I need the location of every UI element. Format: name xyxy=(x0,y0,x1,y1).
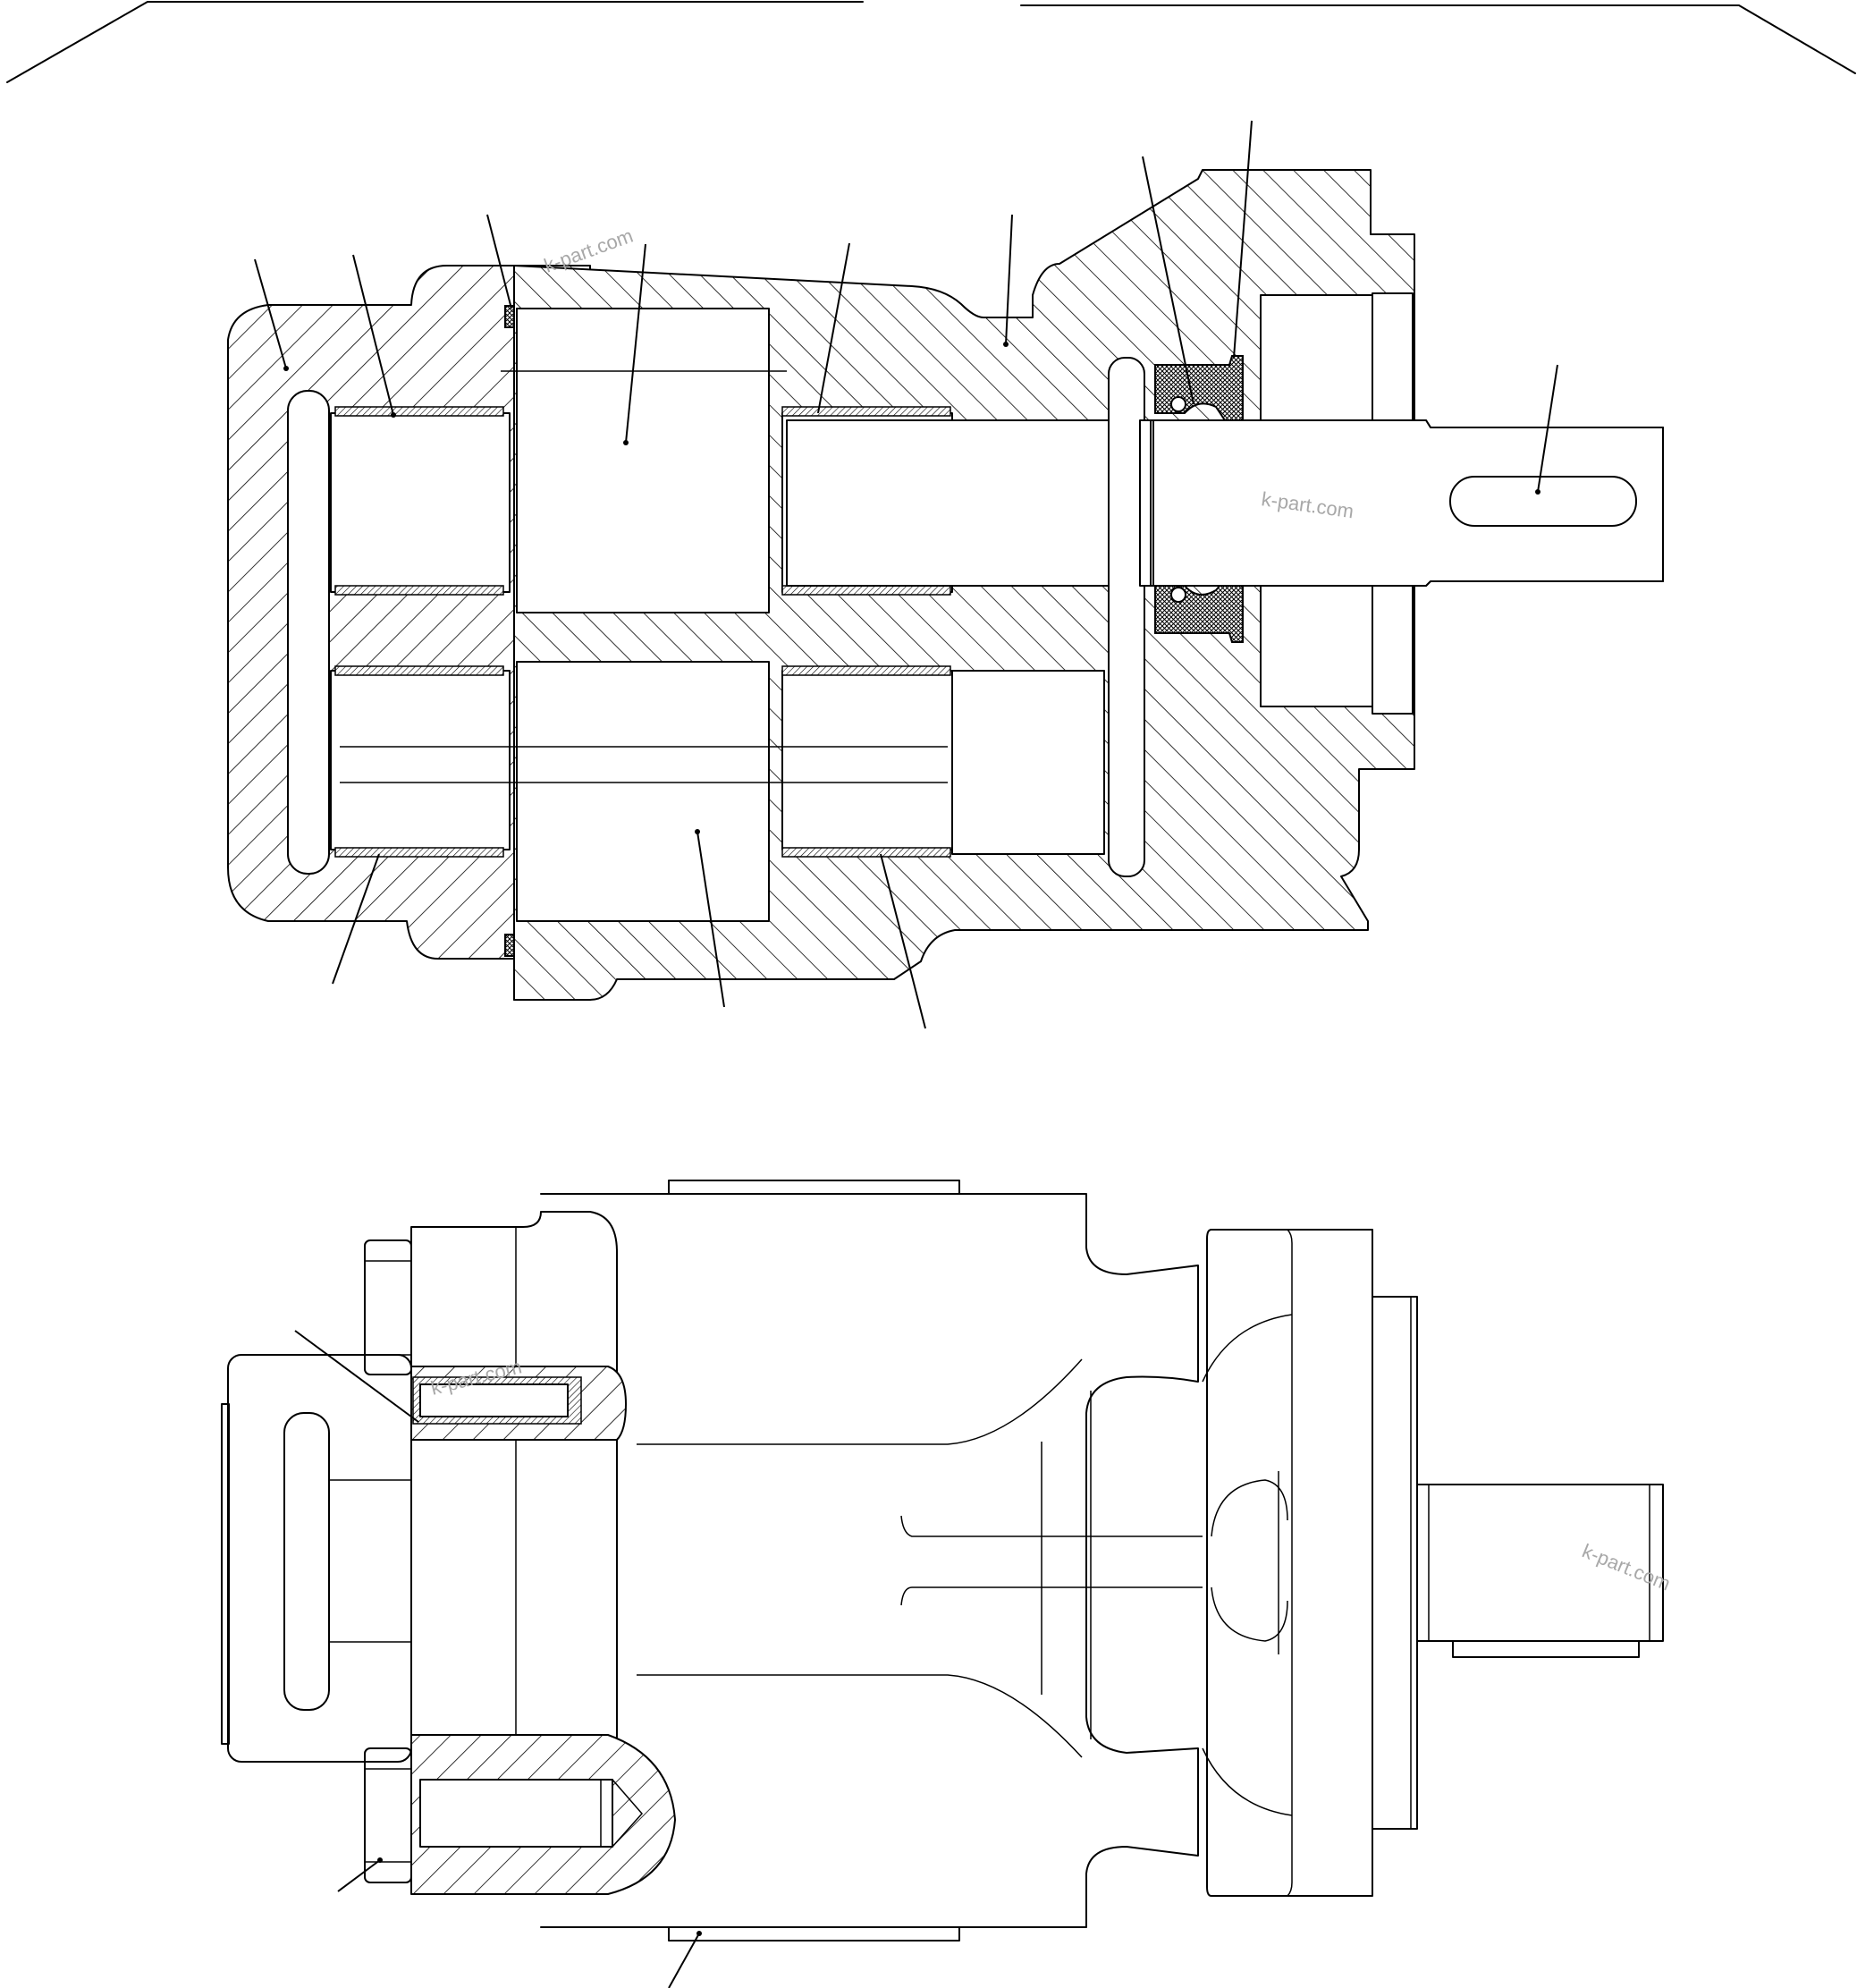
drive-gear xyxy=(516,308,770,613)
bushing xyxy=(334,665,504,676)
top-port-boss xyxy=(668,1180,960,1195)
section-view xyxy=(227,120,1664,1029)
bushing xyxy=(781,847,951,858)
lower-right-bore xyxy=(781,670,953,850)
driven-gear xyxy=(516,661,770,922)
leader-lines-ext xyxy=(294,1330,702,1988)
lower-housing-cavity xyxy=(951,670,1105,855)
bolt-bottom xyxy=(419,1779,613,1848)
shaft-key-ext xyxy=(1452,1640,1640,1658)
shaft-collar xyxy=(1139,419,1152,587)
bushing xyxy=(781,665,951,676)
bushing xyxy=(781,585,951,596)
bushing xyxy=(334,847,504,858)
bottom-port-boss xyxy=(668,1926,960,1941)
title-frame xyxy=(6,1,1856,83)
rear-end-cover xyxy=(410,1211,618,1798)
rear-plate-edge xyxy=(221,1403,230,1745)
bolt-head-top xyxy=(364,1239,412,1375)
shaft-groove xyxy=(1108,357,1145,877)
lower-left-bore xyxy=(330,670,511,850)
external-view xyxy=(221,1180,1664,1988)
front-flange xyxy=(1206,1229,1373,1897)
bushing xyxy=(334,406,504,417)
leader-lines xyxy=(254,120,1558,1029)
watermark-text: k-part.com xyxy=(1579,1539,1674,1595)
rear-slot xyxy=(283,1412,330,1711)
upper-left-bore xyxy=(330,412,511,593)
bushing xyxy=(334,585,504,596)
bushing xyxy=(781,406,951,417)
rear-cavity xyxy=(287,390,330,875)
bolt-top-shank xyxy=(419,1383,569,1417)
o-ring xyxy=(504,934,515,957)
o-ring xyxy=(504,305,515,328)
body-outline xyxy=(540,1193,1199,1928)
shaft-ext xyxy=(1416,1484,1664,1642)
